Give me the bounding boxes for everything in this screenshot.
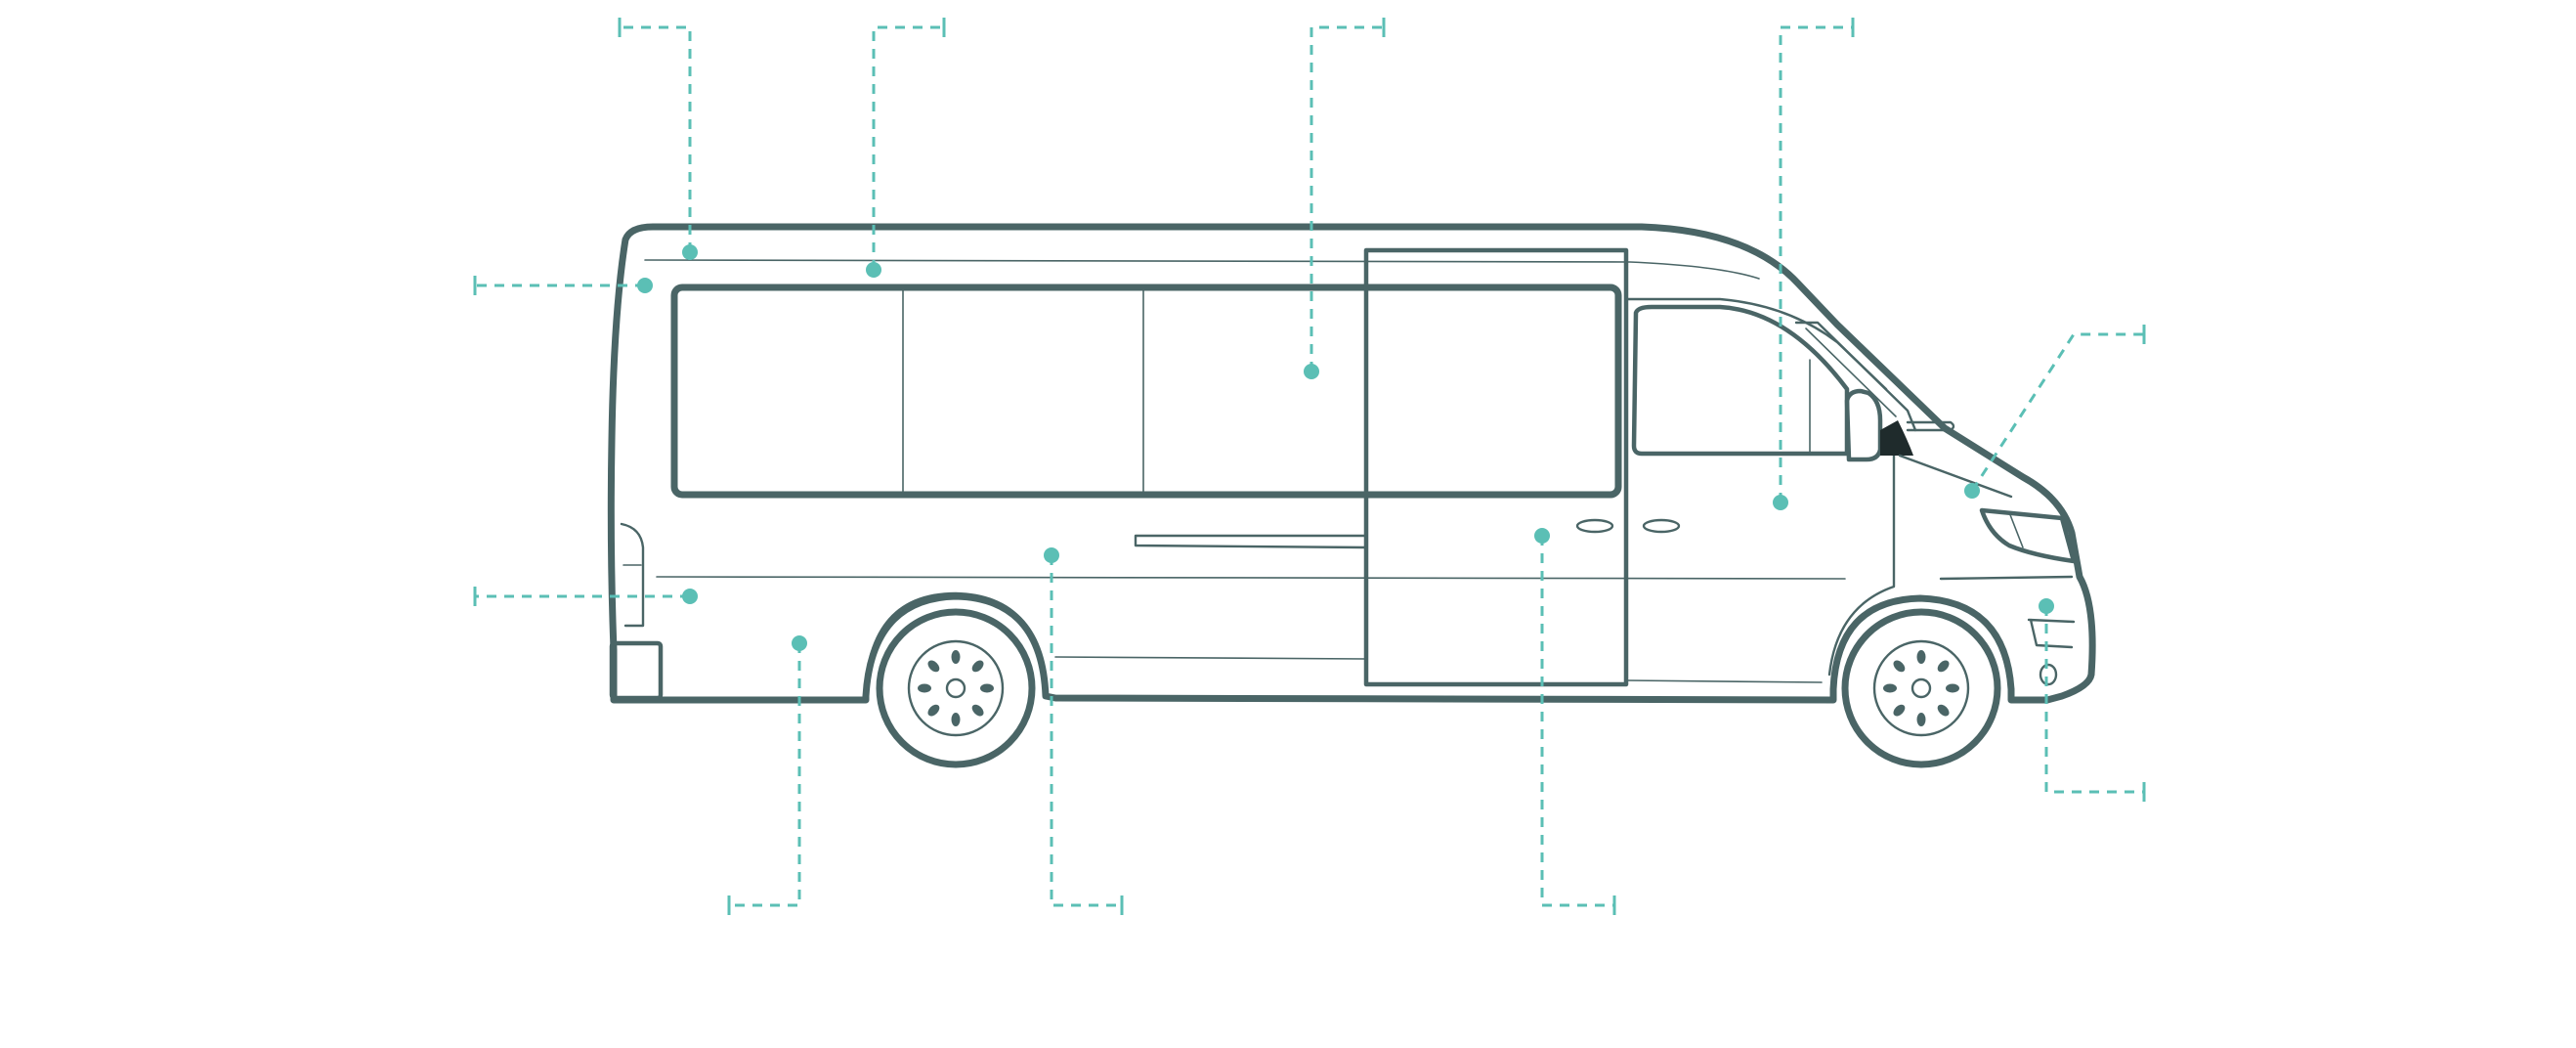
windshield-inner (1805, 328, 1897, 417)
headlight (1979, 507, 2077, 564)
van-body (607, 223, 2096, 768)
sliding-door (1363, 247, 1629, 687)
lug-nut (1893, 704, 1906, 717)
bumper-vent (2027, 618, 2076, 649)
lug-nut (1893, 660, 1906, 673)
front-door-line (1624, 297, 1888, 391)
headlight-callout (1964, 325, 2146, 499)
roof-line (644, 259, 1760, 280)
lug-nut (918, 683, 931, 693)
front-tire (1841, 608, 2001, 768)
front-hub (1911, 677, 1932, 699)
door-handle-2 (1642, 518, 1681, 534)
door-handle-1 (1575, 518, 1614, 534)
mirror-shadow (1880, 420, 1913, 456)
lug-nut (951, 713, 961, 726)
lug-nut (1916, 650, 1926, 664)
rocker-line-front (1625, 679, 1823, 683)
belt-line (656, 576, 1846, 580)
lug-nut (1937, 660, 1950, 673)
rear-lug-nuts (918, 650, 994, 726)
side-window-callout (1304, 18, 1386, 379)
hood-line (1898, 454, 2013, 499)
lug-nut (1937, 704, 1950, 717)
rear-tire (876, 608, 1036, 768)
side-mirror (1844, 388, 1883, 462)
front-wheel-arch (1830, 595, 2014, 699)
roof-window-callout (866, 18, 946, 278)
front-rim (1872, 639, 1970, 737)
lug-nut (927, 660, 940, 673)
sliding-door-callout (1534, 528, 1616, 915)
wiper (1906, 420, 1955, 432)
tail-light (620, 522, 645, 628)
rear-rim (907, 639, 1005, 737)
front-door-edge (1827, 450, 1896, 677)
side-panel-callout (1044, 547, 1124, 915)
lug-nut (1946, 683, 1959, 693)
lug-nut (1883, 683, 1897, 693)
fog-light (2039, 663, 2058, 686)
cab-window (1631, 304, 1850, 457)
lug-nut (951, 650, 961, 664)
door-rail (1134, 534, 1368, 549)
rear-wheel-arch (863, 591, 1049, 699)
rocker-line (1054, 656, 1367, 660)
side-window (670, 284, 1622, 499)
rear-top-callout (473, 276, 653, 295)
rear-step (609, 640, 664, 701)
bumper-line (1939, 575, 2074, 581)
front-bumper-callout (2039, 598, 2146, 802)
rear-panel-callout (727, 635, 807, 915)
tail-light-callout (473, 587, 698, 606)
front-door-callout (1773, 18, 1855, 510)
headlight-line (2008, 511, 2024, 548)
front-lug-nuts (1883, 650, 1959, 726)
windshield (1794, 321, 1917, 432)
lug-nut (971, 660, 984, 673)
lug-nut (971, 704, 984, 717)
roof-rear-callout (618, 18, 698, 260)
lug-nut (980, 683, 994, 693)
rear-hub (945, 677, 966, 699)
callouts (473, 18, 2146, 915)
lug-nut (927, 704, 940, 717)
lug-nut (1916, 713, 1926, 726)
